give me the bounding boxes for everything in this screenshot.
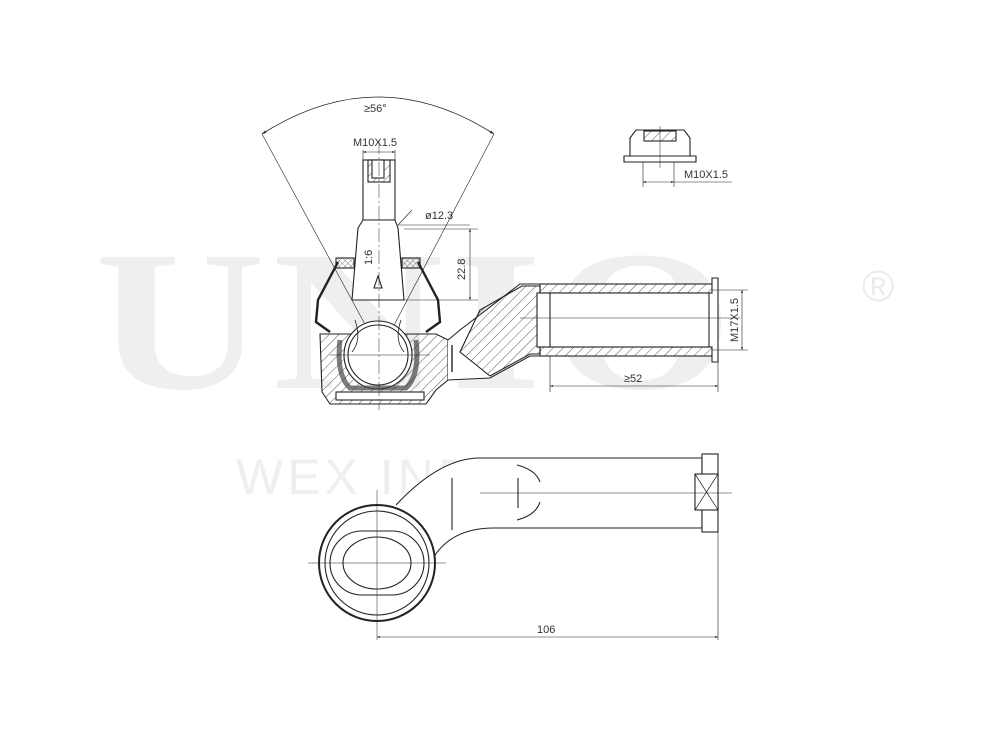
- dim-nut-thread: M10X1.5: [684, 169, 728, 181]
- flange-nut: [623, 126, 732, 187]
- dim-cone-taper: 1:6: [363, 250, 375, 265]
- dim-cone-angle: ≥56°: [364, 103, 387, 115]
- dim-inner-thread: M17X1.5: [729, 298, 741, 342]
- ball-joint-section: [261, 96, 495, 410]
- dim-stud-thread: M10X1.5: [353, 137, 397, 149]
- dim-thread-depth: ≥52: [624, 373, 642, 385]
- dim-stud-diameter: ø12.3: [425, 210, 453, 222]
- threaded-socket-section: [447, 277, 748, 392]
- dim-cone-height: 22.8: [456, 259, 468, 280]
- plan-view: [308, 453, 732, 640]
- dim-overall-length: 106: [537, 624, 555, 636]
- watermark-registered-mark: ®: [862, 262, 895, 311]
